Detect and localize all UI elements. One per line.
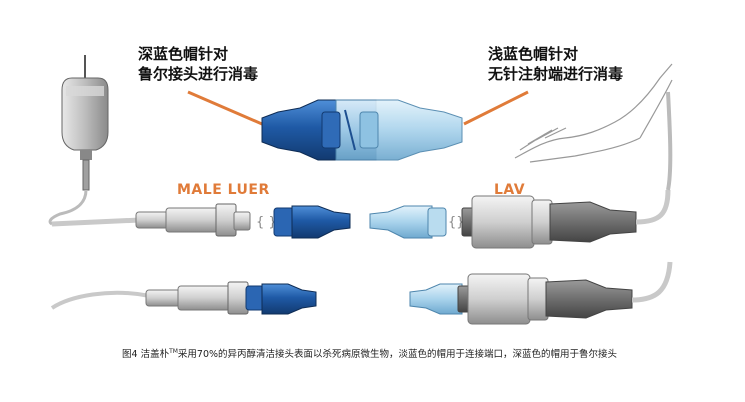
lav-with-cap-bottom (409, 261, 673, 325)
tubing-left-top (51, 217, 141, 227)
dark-blue-cap (273, 205, 351, 239)
dark-cap-label: 深蓝色帽针对 鲁尔接头进行消毒 (138, 44, 258, 84)
figure-caption: 图4 洁盖朴TM采用70%的异丙醇清洁接头表面以杀死病原微生物，淡蓝色的帽用于连… (122, 346, 617, 360)
lav-device-top: {} (448, 189, 671, 249)
dark-cap-label-line1: 深蓝色帽针对 (138, 45, 229, 63)
iv-bag (48, 55, 109, 226)
pointer-light-cap (463, 90, 529, 126)
dark-cap-label-line2: 鲁尔接头进行消毒 (138, 65, 259, 83)
lav-tag: LAV (494, 182, 526, 198)
light-blue-cap (369, 205, 447, 239)
light-cap-label-line2: 无针注射端进行消毒 (488, 65, 624, 83)
hand-arm (514, 63, 673, 191)
caption-tm: TM (169, 347, 178, 355)
light-cap-label: 浅蓝色帽针对 无针注射端进行消毒 (488, 44, 623, 84)
dual-cap-top (261, 99, 463, 161)
pointer-dark-cap (187, 90, 263, 126)
male-luer-with-cap-bottom (50, 281, 317, 315)
caption-prefix: 图4 洁盖朴 (122, 349, 170, 360)
svg-text:{ }: { } (256, 215, 277, 230)
male-luer-tag: MALE LUER (177, 182, 270, 198)
caption-text: 采用70%的异丙醇清洁接头表面以杀死病原微生物，淡蓝色的帽用于连接端口，深蓝色的… (177, 349, 618, 360)
light-cap-label-line1: 浅蓝色帽针对 (488, 45, 579, 63)
male-luer-device-top: { } (135, 203, 277, 237)
svg-text:{}: {} (448, 215, 465, 230)
